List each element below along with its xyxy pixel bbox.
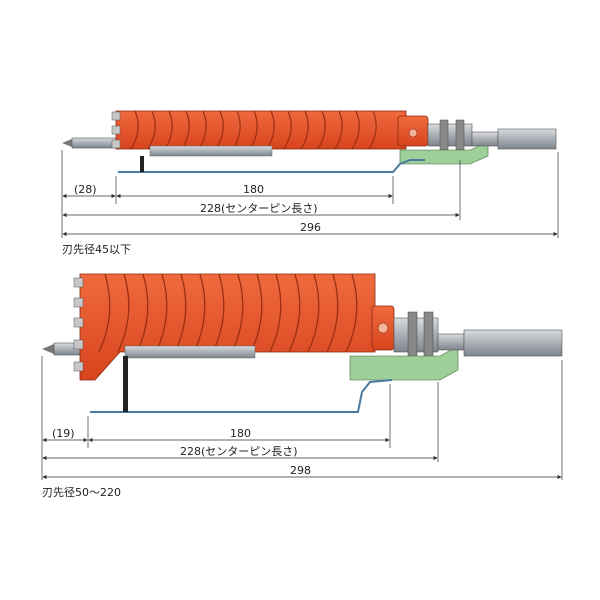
dimensions-bottom (41, 356, 563, 480)
dim-top-overall-length: 296 (300, 221, 321, 234)
dim-top-pin-offset: (28) (74, 183, 97, 196)
wire-top (118, 156, 425, 173)
shank-bottom (437, 329, 563, 357)
dim-top-center-pin-length: 228(センターピン長さ) (200, 202, 318, 215)
adapter-bottom (349, 311, 459, 381)
dim-bottom-overall-length: 298 (290, 464, 311, 477)
caption-bottom: 刃先径50～220 (42, 486, 121, 499)
core-bit-body-bottom (73, 273, 395, 381)
core-bit-body-top (111, 110, 429, 157)
diagram-bottom (42, 273, 563, 413)
dim-top-wire-length: 180 (243, 183, 264, 196)
diagram-top (62, 110, 557, 173)
wire-bottom (90, 356, 393, 413)
dimensions-top (61, 150, 559, 238)
shank-top (471, 128, 557, 150)
caption-top: 刃先径45以下 (62, 243, 131, 256)
dim-bottom-center-pin-length: 228(センターピン長さ) (180, 445, 298, 458)
dim-bottom-wire-length: 180 (230, 427, 251, 440)
dim-bottom-pin-offset: (19) (52, 427, 75, 440)
center-pin-top (62, 137, 118, 149)
